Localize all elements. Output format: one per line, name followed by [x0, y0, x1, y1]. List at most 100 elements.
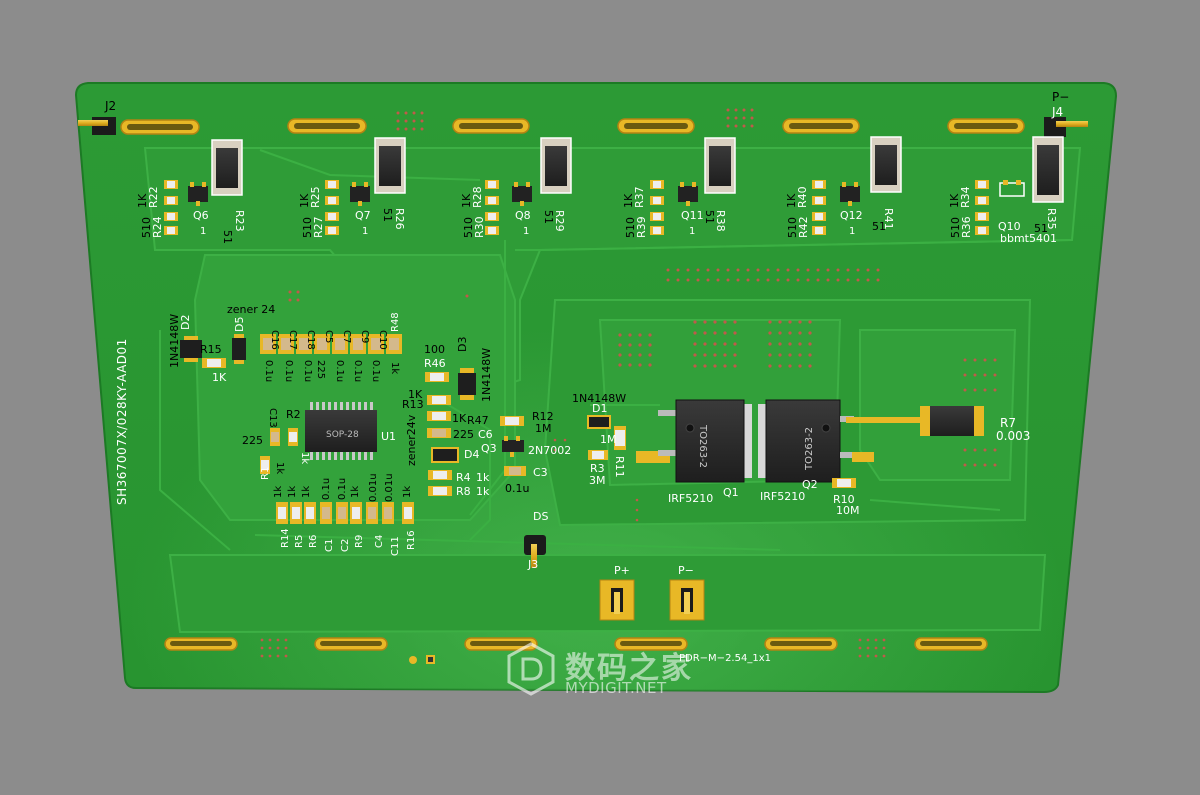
c13-value: 225 — [242, 434, 263, 447]
d1-cluster: 1N4148W D1 R3 3M 1M R11 — [572, 392, 626, 487]
r48-label: R48 — [390, 312, 401, 332]
r46-value: 100 — [424, 343, 445, 356]
r10-value: 10M — [836, 504, 860, 517]
zener24v-label: zener24v — [405, 414, 418, 466]
q2-mosfet: TO263-2 Q2 IRF5210 — [758, 399, 874, 503]
r13-label: R13 — [402, 398, 424, 411]
mounting-pads — [409, 655, 435, 664]
r1-label: R1 — [260, 467, 271, 480]
c11-value: 0.01u — [384, 473, 395, 502]
j4-label: J4 — [1051, 105, 1063, 119]
q3-part: 2N7002 — [528, 444, 571, 457]
r15-resistor: R15 1K — [200, 343, 227, 384]
r12-label: R12 — [532, 410, 554, 423]
r4-label: R4 — [456, 471, 471, 484]
r2-value: 1k — [299, 452, 310, 464]
r46-label: R46 — [424, 357, 446, 370]
d2-label: D2 — [179, 315, 192, 330]
p-plus-pad: P+ — [599, 564, 635, 621]
r47-value: 1K — [452, 412, 467, 425]
watermark-logo-icon — [507, 642, 555, 696]
q2-package: TO263-2 — [804, 427, 815, 471]
middle-cluster: 100 R46 D3 1N4148W 1K R13 1K R47 225 C6 … — [402, 337, 493, 498]
q8-pin: 1 — [523, 226, 529, 237]
d1-label: D1 — [592, 402, 607, 415]
r3-label: R3 — [590, 462, 605, 475]
r26-label: R26 — [393, 208, 406, 230]
q10-label: Q10 — [998, 220, 1021, 233]
r26-value: 51 — [381, 208, 394, 222]
q6-pin: 1 — [200, 226, 206, 237]
r40-value: 1K — [785, 193, 798, 208]
q3-label: Q3 — [481, 442, 497, 455]
via-fields — [260, 108, 997, 658]
r37-label: R37 — [633, 186, 646, 208]
r35-value: 51 — [1034, 222, 1048, 235]
r30-label: R30 — [473, 216, 486, 238]
copper-pour-regions — [143, 147, 1082, 634]
j2-header: J2 — [78, 99, 116, 135]
r6-value: 1k — [301, 486, 312, 498]
r36-label: R36 — [960, 216, 973, 238]
r8-value: 1k — [476, 485, 490, 498]
c2-label: C2 — [340, 539, 351, 552]
q1-label: Q1 — [723, 486, 739, 499]
r15-value: 1K — [212, 371, 227, 384]
d3-value: 1N4148W — [480, 348, 493, 402]
c4-value: 0.01u — [368, 473, 379, 502]
r7-value: 0.003 — [996, 429, 1030, 443]
pcb-traces — [159, 149, 1071, 551]
connector-label: PDR−M−2.54_1x1 — [679, 653, 771, 664]
r37-value: 1K — [622, 193, 635, 208]
c4-label: C4 — [374, 535, 385, 548]
r25-value: 1K — [298, 193, 311, 208]
r13-value: 1K — [408, 388, 423, 401]
r30-value: 510 — [462, 217, 475, 238]
cap-row-top: C16 C17 C18 C5 C7 C9 C10 R48 0.1u 0.1u 0… — [260, 312, 402, 382]
r34-value: 1K — [948, 193, 961, 208]
r11-value: 1M — [600, 433, 617, 446]
r14-label: R14 — [280, 528, 291, 548]
balance-channel-4: 1K R37 510 R39 Q11 1 51 R38 — [622, 137, 736, 238]
r27-label: R27 — [312, 216, 325, 238]
d1-value: 1N4148W — [572, 392, 626, 405]
c7-label: C7 — [341, 330, 352, 343]
r9-value: 1k — [350, 486, 361, 498]
part-number-label: SH367007X/028KY-AAD01 — [115, 338, 129, 505]
c1-value: 0.1u — [321, 478, 332, 500]
q8-label: Q8 — [515, 209, 531, 222]
sop28-label: SOP-28 — [326, 430, 359, 440]
r39-value: 510 — [624, 217, 637, 238]
c5-value: 225 — [315, 360, 326, 379]
r42-value: 510 — [786, 217, 799, 238]
d4-label: D4 — [464, 448, 479, 461]
ds-label: DS — [533, 510, 548, 523]
c11-label: C11 — [390, 536, 401, 556]
q3-cluster: R12 1M Q3 2N7002 C3 0.1u — [481, 410, 571, 495]
r6-label: R6 — [308, 535, 319, 548]
r11-label: R11 — [613, 456, 626, 478]
c6-value: 225 — [453, 428, 474, 441]
r41-label: R41 — [882, 208, 895, 230]
r40-label: R40 — [796, 186, 809, 208]
c17-label: C17 — [287, 330, 298, 350]
p-minus-pad: P− PDR−M−2.54_1x1 — [669, 564, 771, 664]
q6-label: Q6 — [193, 209, 209, 222]
r23-value: 51 — [221, 230, 234, 244]
c6-label: C6 — [478, 428, 493, 441]
q1-mosfet: TO263-2 Q1 IRF5210 — [636, 399, 752, 505]
r7-label: R7 — [1000, 416, 1016, 430]
c10-label: C10 — [377, 330, 388, 350]
r36-value: 510 — [949, 217, 962, 238]
u1-chip: SOP-28 U1 — [305, 402, 396, 460]
c7-value: 0.1u — [334, 360, 345, 382]
r28-value: 1K — [460, 193, 473, 208]
r47-label: R47 — [467, 414, 489, 427]
p-plus-label: P+ — [614, 564, 630, 577]
r22-value: 1K — [136, 193, 149, 208]
r16-label: R16 — [406, 530, 417, 550]
r39-label: R39 — [635, 216, 648, 238]
r10: R10 10M — [832, 478, 860, 517]
